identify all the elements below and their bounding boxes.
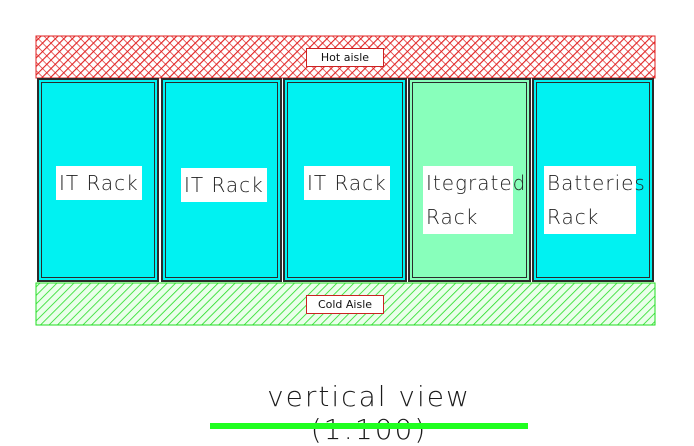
rack-3: IT Rack <box>283 78 407 282</box>
view-caption: vertical view (1:100) <box>267 380 471 446</box>
rack-2-label: IT Rack <box>181 168 267 202</box>
rack-3-label: IT Rack <box>304 166 390 200</box>
caption-underline <box>210 423 528 429</box>
rack-4: Itegrated Rack <box>408 78 531 282</box>
rack-1: IT Rack <box>37 78 159 282</box>
rack-5: Batteries Rack <box>532 78 654 282</box>
hot-aisle-label: Hot aisle <box>306 48 384 67</box>
cold-aisle-label: Cold Aisle <box>306 295 384 314</box>
rack-4-label: Itegrated Rack <box>423 166 525 234</box>
rack-5-label: Batteries Rack <box>544 166 645 234</box>
rack-1-label: IT Rack <box>56 166 142 200</box>
rack-2: IT Rack <box>161 78 282 282</box>
